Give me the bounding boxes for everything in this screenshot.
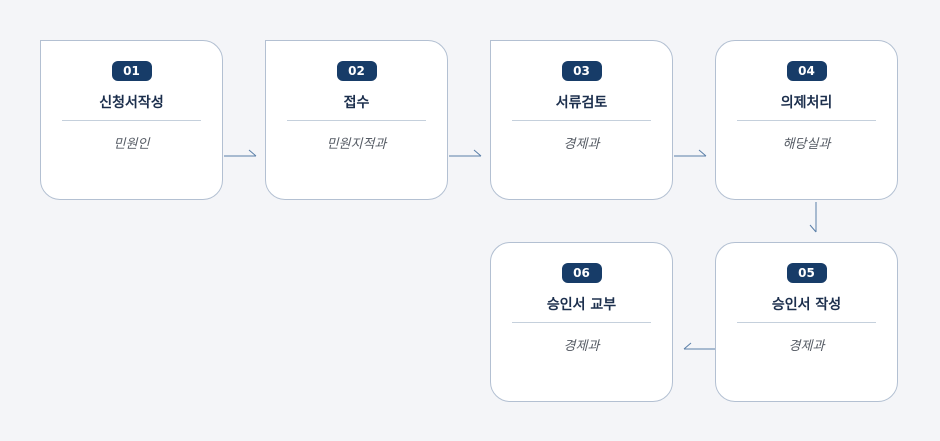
step-title: 서류검토 [555,95,608,111]
connector-02-03 [449,149,482,157]
connector-03-04 [674,149,707,157]
connector-01-02 [224,149,257,157]
step-department: 경제과 [788,339,825,354]
divider [737,120,876,121]
step-title: 신청서작성 [99,95,164,111]
step-number-badge: 05 [786,263,827,283]
divider [737,322,876,323]
step-number-badge: 03 [561,61,602,81]
step-title: 승인서 작성 [771,297,842,313]
divider [287,120,426,121]
divider [512,322,651,323]
step-department: 경제과 [563,137,600,152]
step-number-badge: 02 [336,61,377,81]
divider [62,120,201,121]
step-01: 01 신청서작성 민원인 [40,40,223,200]
step-number-badge: 04 [786,61,827,81]
step-department: 민원지적과 [326,137,387,152]
step-02: 02 접수 민원지적과 [265,40,448,200]
step-title: 의제처리 [780,95,833,111]
step-department: 해당실과 [782,137,831,152]
connector-04-05 [809,202,817,233]
step-title: 접수 [343,95,370,111]
step-05: 05 승인서 작성 경제과 [715,242,898,402]
step-number-badge: 06 [561,263,602,283]
step-title: 승인서 교부 [546,297,617,313]
connector-05-06 [683,342,715,350]
step-number-badge: 01 [111,61,152,81]
step-04: 04 의제처리 해당실과 [715,40,898,200]
divider [512,120,651,121]
step-department: 민원인 [113,137,150,152]
step-department: 경제과 [563,339,600,354]
step-06: 06 승인서 교부 경제과 [490,242,673,402]
step-03: 03 서류검토 경제과 [490,40,673,200]
